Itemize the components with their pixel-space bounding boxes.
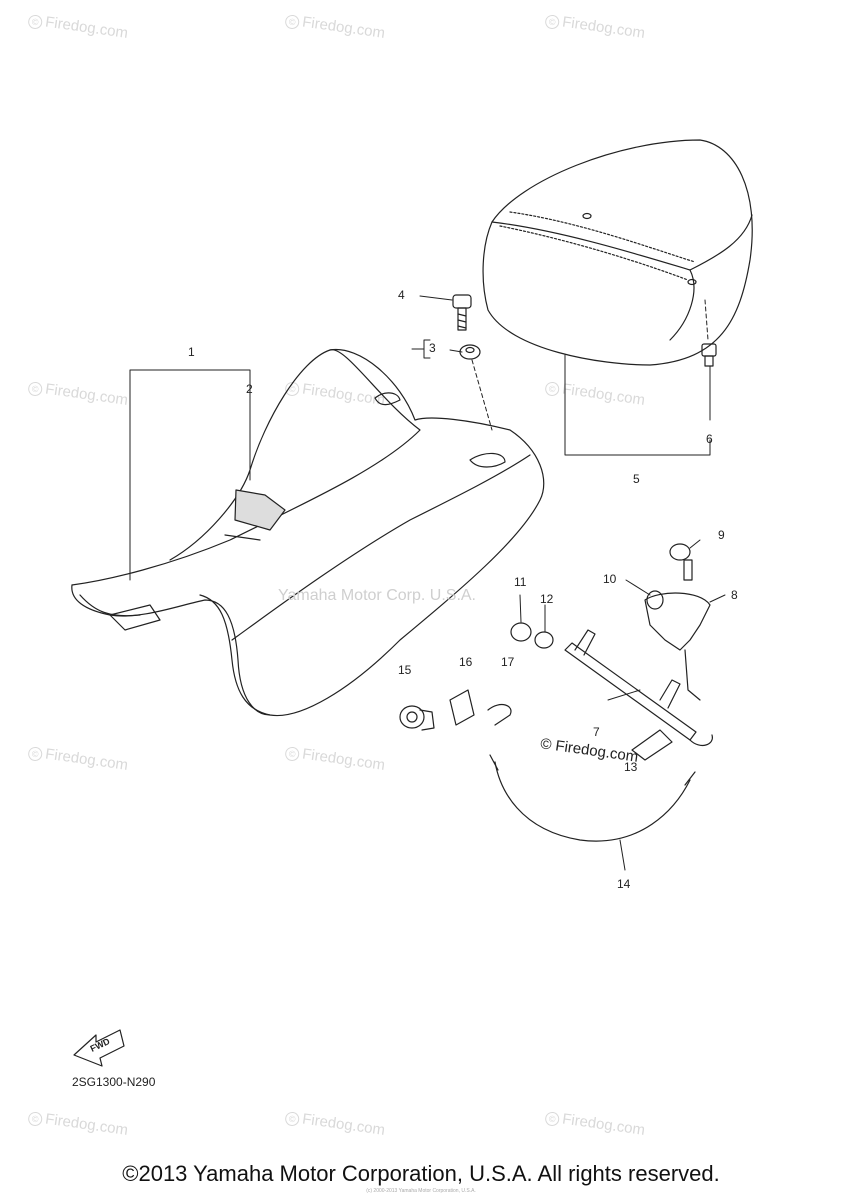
callout-14: 14 bbox=[617, 877, 631, 891]
callout-5: 5 bbox=[633, 472, 640, 486]
callout-2: 2 bbox=[246, 382, 253, 396]
callout-3: 3 bbox=[429, 341, 436, 355]
callout-12: 12 bbox=[540, 592, 554, 606]
damper-10[interactable] bbox=[646, 590, 664, 610]
rear-seat[interactable] bbox=[482, 139, 753, 366]
collar-12[interactable] bbox=[534, 631, 554, 649]
washer-3[interactable] bbox=[459, 344, 481, 360]
bolt-9[interactable] bbox=[669, 543, 693, 581]
cable-14[interactable] bbox=[489, 754, 696, 842]
callout-16: 16 bbox=[459, 655, 473, 669]
callout-7: 7 bbox=[593, 725, 600, 739]
callout-17: 17 bbox=[501, 655, 515, 669]
callout-8: 8 bbox=[731, 588, 738, 602]
center-watermark: Yamaha Motor Corp. U.S.A. bbox=[278, 587, 476, 604]
callout-11: 11 bbox=[514, 575, 527, 589]
bolt-4[interactable] bbox=[452, 294, 472, 331]
lock-15[interactable] bbox=[399, 705, 435, 731]
callout-6: 6 bbox=[706, 432, 713, 446]
callout-15: 15 bbox=[398, 663, 412, 677]
rider-seat[interactable] bbox=[71, 348, 545, 717]
rod-7[interactable] bbox=[564, 629, 713, 747]
grommet-11[interactable] bbox=[510, 622, 532, 642]
plate-16[interactable] bbox=[449, 689, 475, 726]
fine-print: (c) 2000-2013 Yamaha Motor Corporation, … bbox=[366, 1188, 476, 1194]
clip-17[interactable] bbox=[487, 703, 512, 726]
bracket-8[interactable] bbox=[644, 592, 711, 701]
diagram-code: 2SG1300-N290 bbox=[72, 1075, 156, 1089]
holder-13[interactable] bbox=[631, 729, 673, 761]
leader-lines bbox=[129, 295, 726, 871]
callout-13: 13 bbox=[624, 760, 638, 774]
fwd-arrow-icon: FWD bbox=[73, 1029, 125, 1067]
callout-9: 9 bbox=[718, 528, 725, 542]
callout-4: 4 bbox=[398, 288, 405, 302]
callout-10: 10 bbox=[603, 572, 617, 586]
pin-6[interactable] bbox=[701, 343, 717, 367]
copyright-notice: ©2013 Yamaha Motor Corporation, U.S.A. A… bbox=[122, 1161, 720, 1186]
callout-1: 1 bbox=[188, 345, 195, 359]
